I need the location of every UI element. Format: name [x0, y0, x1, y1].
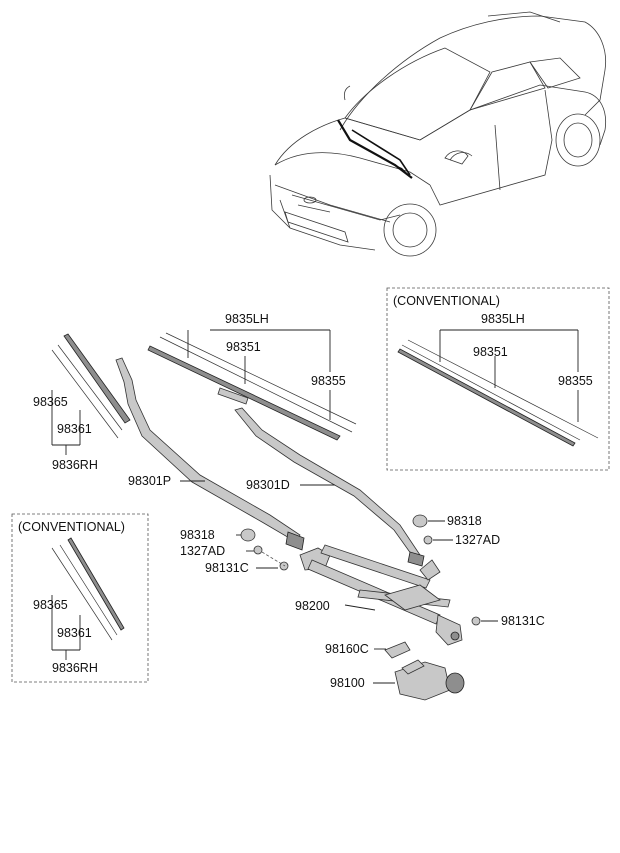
label-98131C-left: 98131C [205, 561, 249, 575]
label-98318-left: 98318 [180, 528, 215, 542]
small-parts: 98318 1327AD 98131C 98318 1327AD 98131C [180, 514, 545, 628]
label-98361: 98361 [57, 422, 92, 436]
rh-blade-part[interactable] [63, 333, 131, 424]
pivot-cap-right[interactable] [471, 616, 481, 626]
bracket[interactable]: 98160C [325, 641, 411, 659]
label-98200: 98200 [295, 599, 330, 613]
label-9836RH-conventional: 9836RH [52, 661, 98, 675]
label-1327AD-right: 1327AD [455, 533, 500, 547]
nut-left[interactable] [253, 545, 263, 555]
pivot-cap-left[interactable] [279, 561, 289, 571]
linkage-assembly[interactable]: 98200 [295, 544, 463, 646]
conventional-lh-blade[interactable] [397, 348, 576, 447]
label-98131C-right: 98131C [501, 614, 545, 628]
label-98351: 98351 [226, 340, 261, 354]
label-98355-conventional: 98355 [558, 374, 593, 388]
car-illustration [269, 11, 607, 257]
label-98301P: 98301P [128, 474, 171, 488]
label-98100: 98100 [330, 676, 365, 690]
conventional-rh-blade[interactable] [67, 537, 125, 631]
label-98351-conventional: 98351 [473, 345, 508, 359]
label-1327AD-left: 1327AD [180, 544, 225, 558]
label-9836RH: 9836RH [52, 458, 98, 472]
rh-blade-group: 98365 98361 9836RH [33, 333, 131, 472]
lh-blade-group: 9835LH 98351 98355 [147, 312, 357, 441]
label-98301D: 98301D [246, 478, 290, 492]
label-9835LH-conventional: 9835LH [481, 312, 525, 326]
label-98160C: 98160C [325, 642, 369, 656]
label-98318-right: 98318 [447, 514, 482, 528]
wiper-motor[interactable]: 98100 [330, 659, 465, 701]
passenger-arm[interactable] [115, 357, 301, 543]
label-98365: 98365 [33, 395, 68, 409]
label-98361-conventional: 98361 [57, 626, 92, 640]
conventional-rh-box: (CONVENTIONAL) 98365 98361 9836RH [11, 513, 149, 683]
label-9835LH: 9835LH [225, 312, 269, 326]
label-98355: 98355 [311, 374, 346, 388]
label-98365-conventional: 98365 [33, 598, 68, 612]
nut-right[interactable] [423, 535, 433, 545]
conventional-label-rh: (CONVENTIONAL) [18, 520, 125, 534]
cap-right[interactable] [412, 514, 428, 528]
conventional-lh-box: (CONVENTIONAL) 9835LH 98351 98355 [386, 287, 610, 471]
conventional-label-lh: (CONVENTIONAL) [393, 294, 500, 308]
cap-left[interactable] [240, 528, 256, 542]
lh-blade-part[interactable] [147, 345, 341, 441]
wiper-arms: 98301P 98301D [115, 357, 425, 567]
